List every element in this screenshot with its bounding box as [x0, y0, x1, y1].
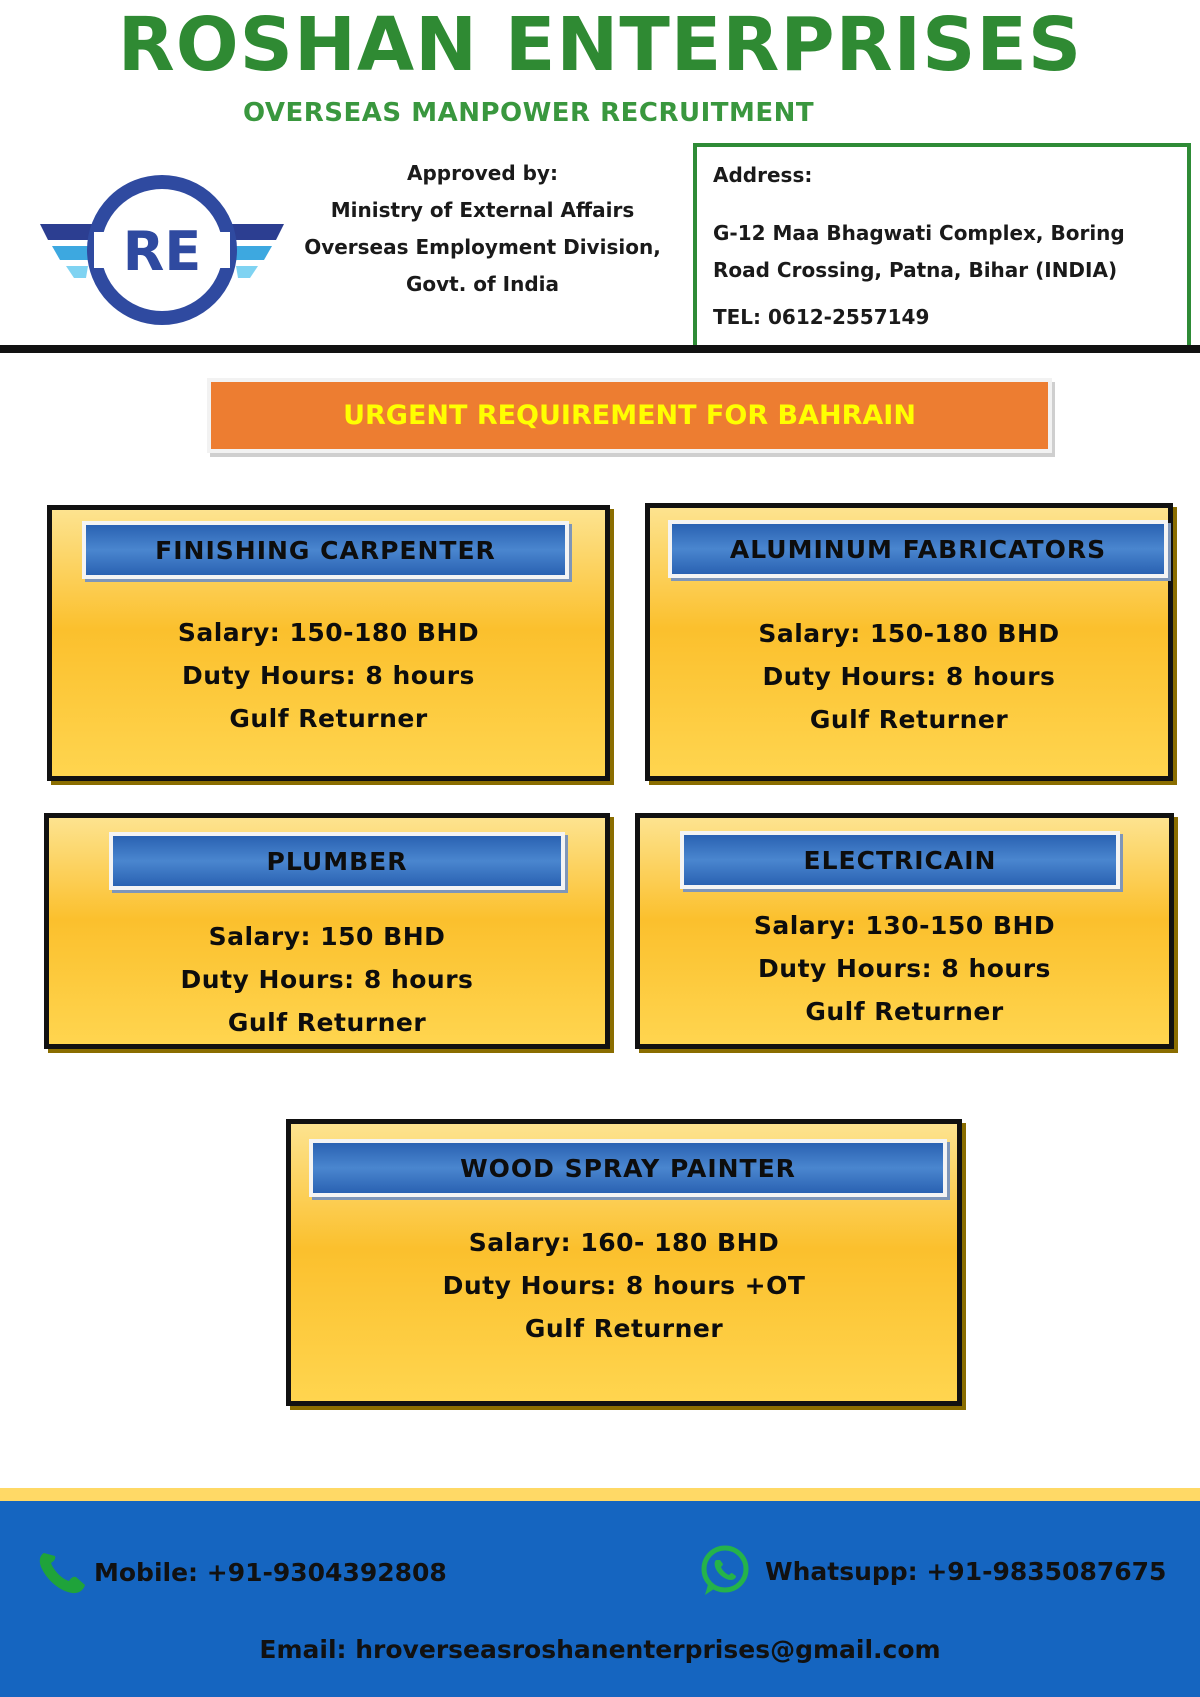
approved-label: Approved by:: [407, 161, 558, 185]
job-note: Gulf Returner: [805, 997, 1004, 1026]
job-card-wood-spray-painter: WOOD SPRAY PAINTER Salary: 160- 180 BHD …: [286, 1119, 962, 1406]
company-logo: RE: [40, 174, 284, 334]
job-card-finishing-carpenter: FINISHING CARPENTER Salary: 150-180 BHD …: [47, 505, 610, 781]
job-hours: Duty Hours: 8 hours: [182, 661, 475, 690]
job-title: ELECTRICAIN: [680, 831, 1120, 889]
job-salary: Salary: 130-150 BHD: [753, 911, 1056, 940]
logo-text: RE: [123, 220, 201, 283]
header-divider: [0, 345, 1200, 353]
job-hours: Duty Hours: 8 hours +OT: [442, 1271, 806, 1300]
job-title: ALUMINUM FABRICATORS: [668, 520, 1168, 578]
telephone: TEL: 0612-2557149: [713, 305, 930, 329]
urgent-banner: URGENT REQUIREMENT FOR BAHRAIN: [207, 378, 1052, 453]
approval-block: Approved by: Ministry of External Affair…: [290, 155, 675, 303]
job-hours: Duty Hours: 8 hours: [762, 662, 1056, 691]
job-note: Gulf Returner: [809, 705, 1009, 734]
address-line-1: G-12 Maa Bhagwati Complex, Boring: [713, 221, 1125, 245]
job-salary: Salary: 150 BHD: [208, 922, 446, 951]
company-tagline: OVERSEAS MANPOWER RECRUITMENT: [243, 98, 815, 128]
job-details: Salary: 160- 180 BHD Duty Hours: 8 hours…: [291, 1221, 957, 1350]
mobile-contact: Mobile: +91-9304392808: [38, 1549, 447, 1595]
job-salary: Salary: 150-180 BHD: [177, 618, 480, 647]
job-note: Gulf Returner: [227, 1008, 427, 1037]
approved-govt: Govt. of India: [405, 272, 560, 296]
whatsapp-contact: Whatsupp: +91-9835087675: [697, 1545, 1166, 1597]
email-contact: Email: hroverseasroshanenterprises@gmail…: [259, 1635, 941, 1664]
job-hours: Duty Hours: 8 hours: [758, 954, 1051, 983]
job-details: Salary: 150-180 BHD Duty Hours: 8 hours …: [650, 612, 1168, 741]
job-note: Gulf Returner: [229, 704, 428, 733]
job-details: Salary: 150 BHD Duty Hours: 8 hours Gulf…: [49, 915, 605, 1044]
whatsapp-number: Whatsupp: +91-9835087675: [765, 1556, 1167, 1586]
job-card-aluminum-fabricators: ALUMINUM FABRICATORS Salary: 150-180 BHD…: [645, 503, 1173, 781]
approved-ministry: Ministry of External Affairs: [330, 198, 635, 222]
contact-footer: Mobile: +91-9304392808 Whatsupp: +91-983…: [0, 1501, 1200, 1697]
address-line-2: Road Crossing, Patna, Bihar (INDIA): [713, 258, 1118, 282]
whatsapp-icon: [697, 1545, 753, 1597]
job-salary: Salary: 150-180 BHD: [758, 619, 1060, 648]
footer-stripe: [0, 1488, 1200, 1501]
job-hours: Duty Hours: 8 hours: [180, 965, 474, 994]
logo-emblem-icon: RE: [40, 175, 284, 325]
address-label: Address:: [713, 163, 813, 187]
job-card-electrician: ELECTRICAIN Salary: 130-150 BHD Duty Hou…: [635, 813, 1174, 1049]
job-note: Gulf Returner: [524, 1314, 724, 1343]
phone-icon: [38, 1549, 90, 1595]
approved-division: Overseas Employment Division,: [304, 235, 661, 259]
mobile-number: Mobile: +91-9304392808: [94, 1557, 447, 1587]
job-details: Salary: 130-150 BHD Duty Hours: 8 hours …: [640, 904, 1169, 1033]
address-box: Address: G-12 Maa Bhagwati Complex, Bori…: [693, 143, 1191, 353]
job-salary: Salary: 160- 180 BHD: [468, 1228, 780, 1257]
job-title: PLUMBER: [109, 832, 565, 890]
job-card-plumber: PLUMBER Salary: 150 BHD Duty Hours: 8 ho…: [44, 813, 610, 1049]
job-title: FINISHING CARPENTER: [82, 521, 569, 579]
job-title: WOOD SPRAY PAINTER: [309, 1139, 947, 1197]
job-details: Salary: 150-180 BHD Duty Hours: 8 hours …: [52, 611, 605, 740]
address-text: G-12 Maa Bhagwati Complex, Boring Road C…: [713, 215, 1183, 289]
company-name: ROSHAN ENTERPRISES: [117, 2, 1083, 88]
